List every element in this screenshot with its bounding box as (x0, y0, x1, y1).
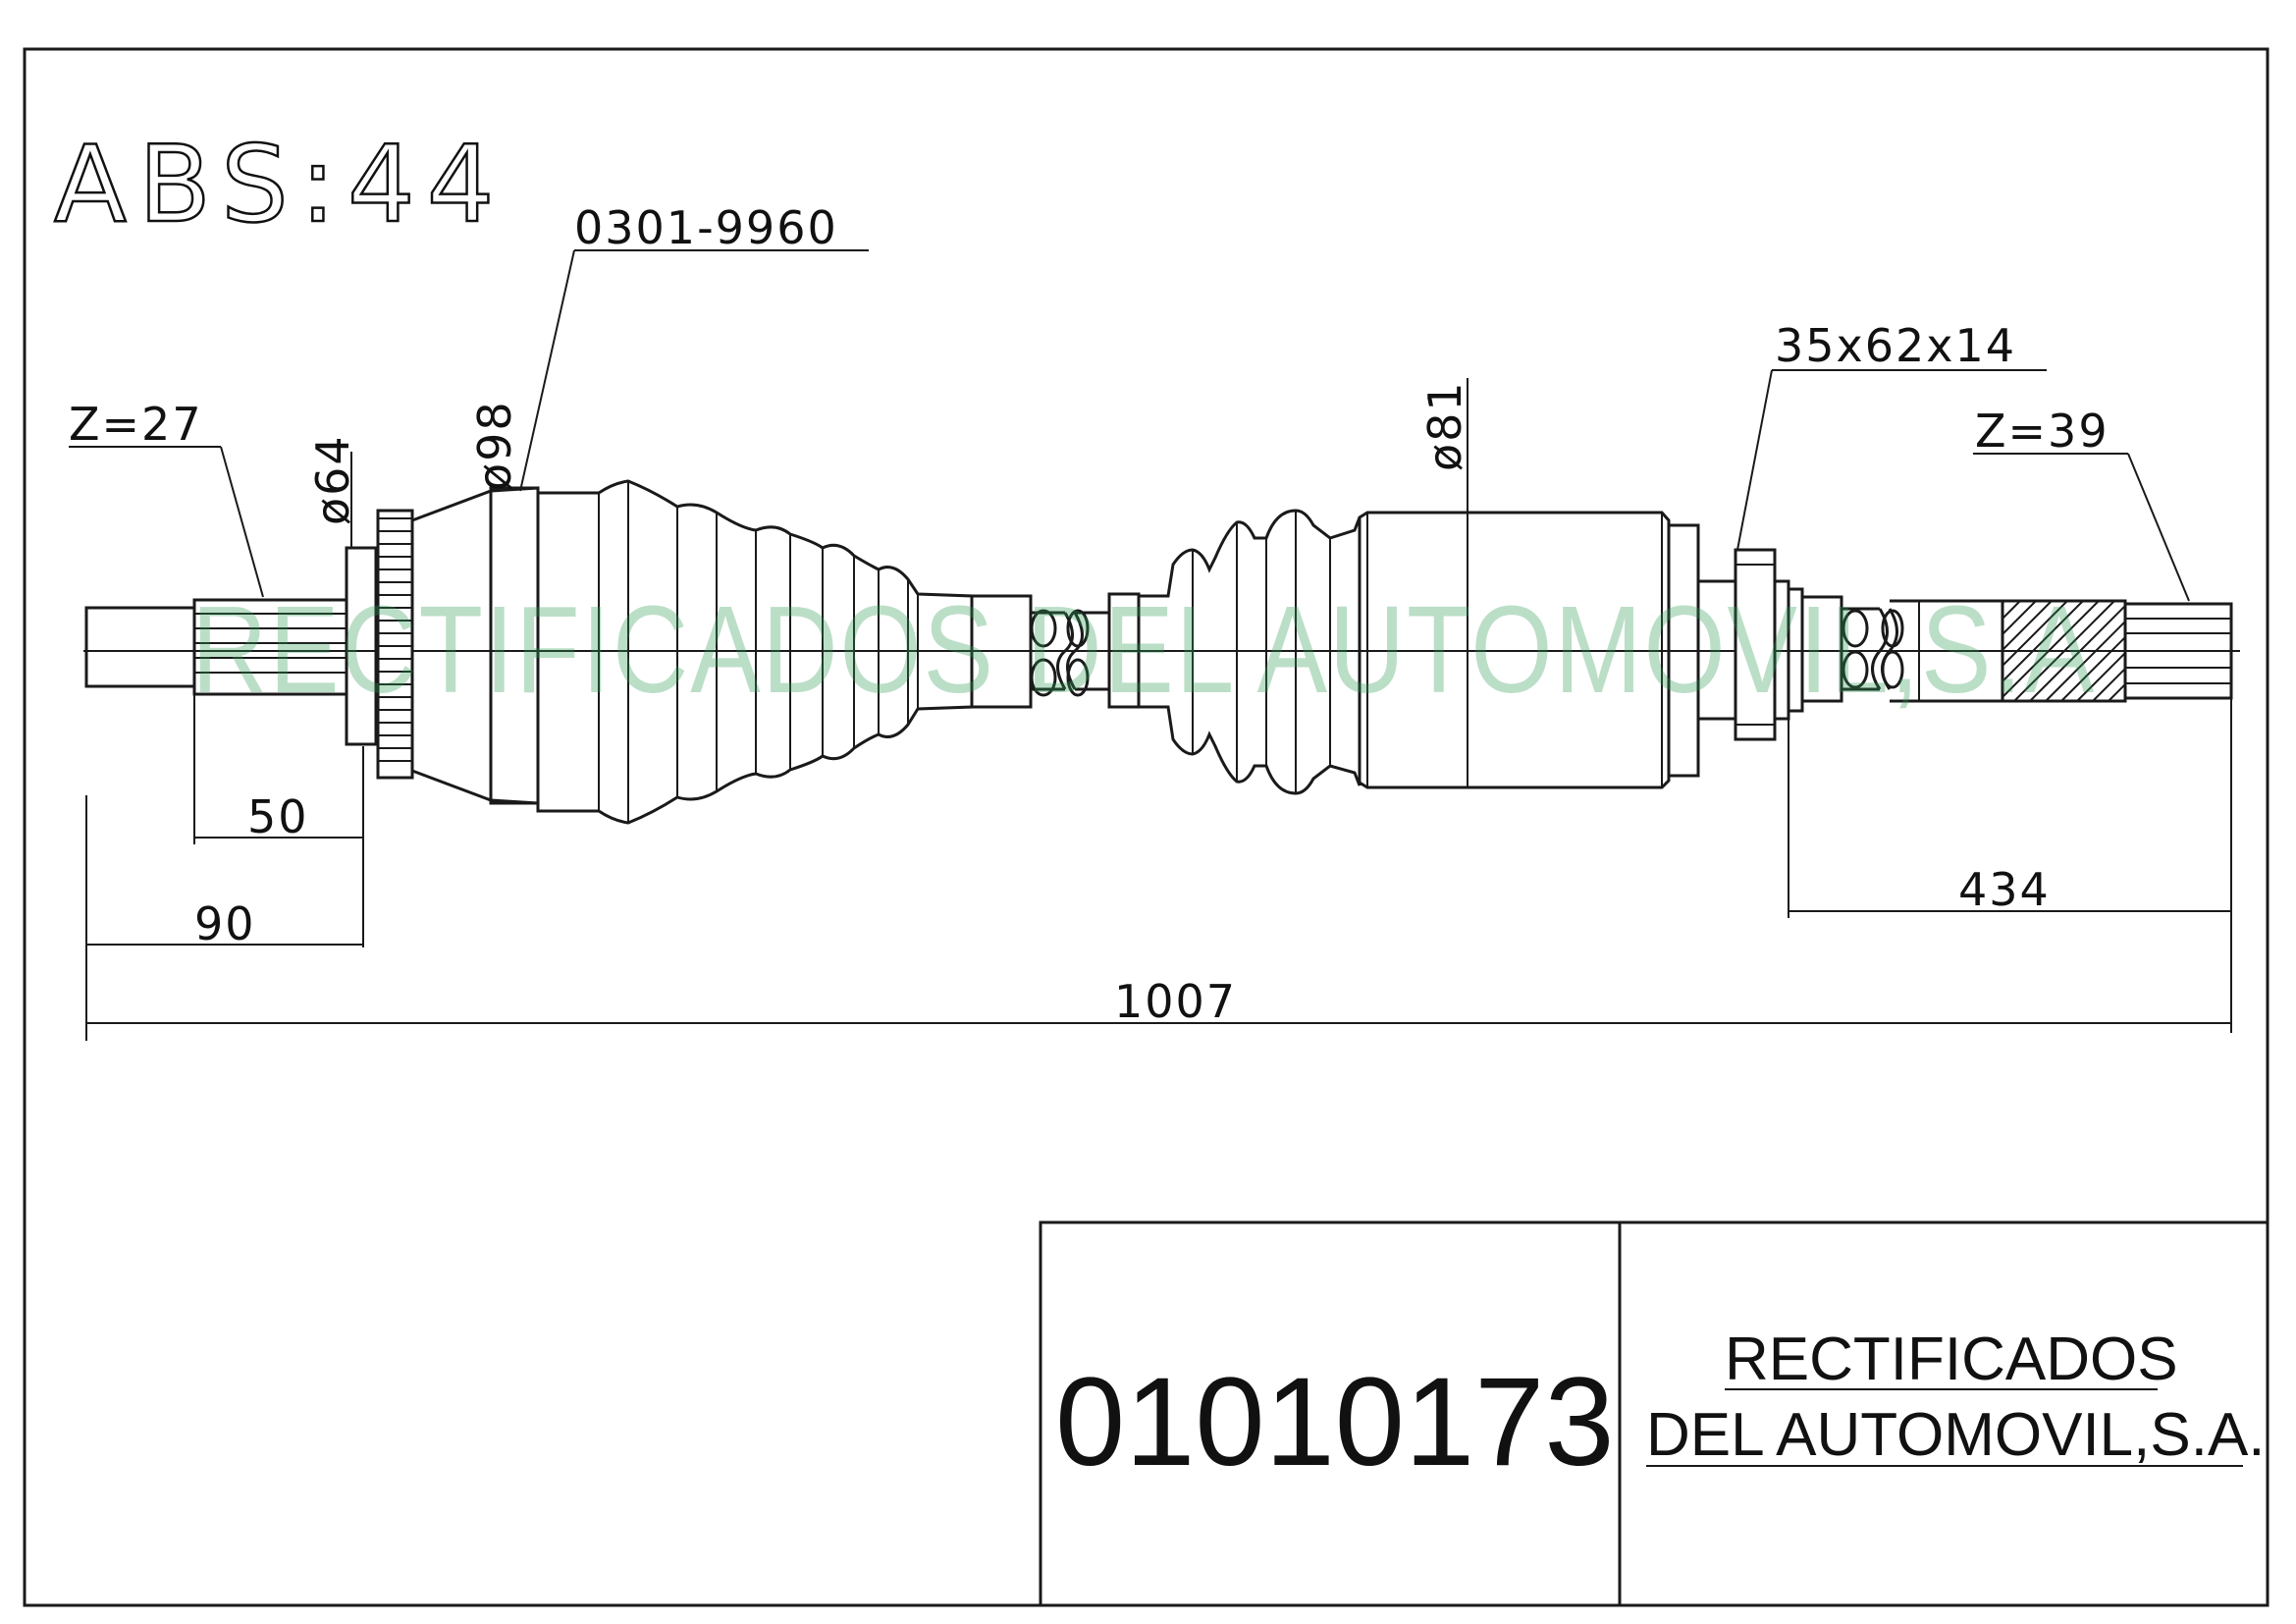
bearing-ref-label: 35x62x14 (1775, 319, 2016, 372)
company-name-line1: RECTIFICADOS (1725, 1326, 2178, 1393)
right-spline-label: Z=39 (1975, 405, 2109, 458)
diameter-98-label: ø98 (468, 400, 521, 491)
watermark: RECTIFICADOS DEL AUTOMOVIL,S.A (191, 580, 2096, 719)
dim-90-label: 90 (194, 897, 256, 950)
dim-50-label: 50 (247, 790, 309, 843)
diameter-81-label: ø81 (1418, 380, 1471, 471)
right-spline-shaft (2001, 599, 2233, 703)
company-name-line2: DEL AUTOMOVIL,S.A. (1646, 1401, 2266, 1469)
abs-tone-ring (376, 509, 414, 780)
part-ref-label: 0301-9960 (574, 201, 838, 254)
title-block (1039, 1220, 2269, 1607)
diameter-64-label: ø64 (306, 434, 359, 525)
left-spline-label: Z=27 (69, 398, 203, 451)
left-stub-shaft (84, 546, 378, 746)
dim-1007-label: 1007 (1114, 975, 1237, 1028)
shaft-left-section (970, 592, 1141, 709)
part-number: 01010173 (1055, 1352, 1615, 1492)
abs-label: ABS:44 (54, 124, 506, 246)
support-bearing (1734, 548, 1804, 741)
dimension-lines (85, 692, 2232, 1041)
inner-boot (1137, 509, 1362, 795)
dim-434-label: 434 (1958, 863, 2051, 916)
leader-lines (69, 249, 2190, 602)
